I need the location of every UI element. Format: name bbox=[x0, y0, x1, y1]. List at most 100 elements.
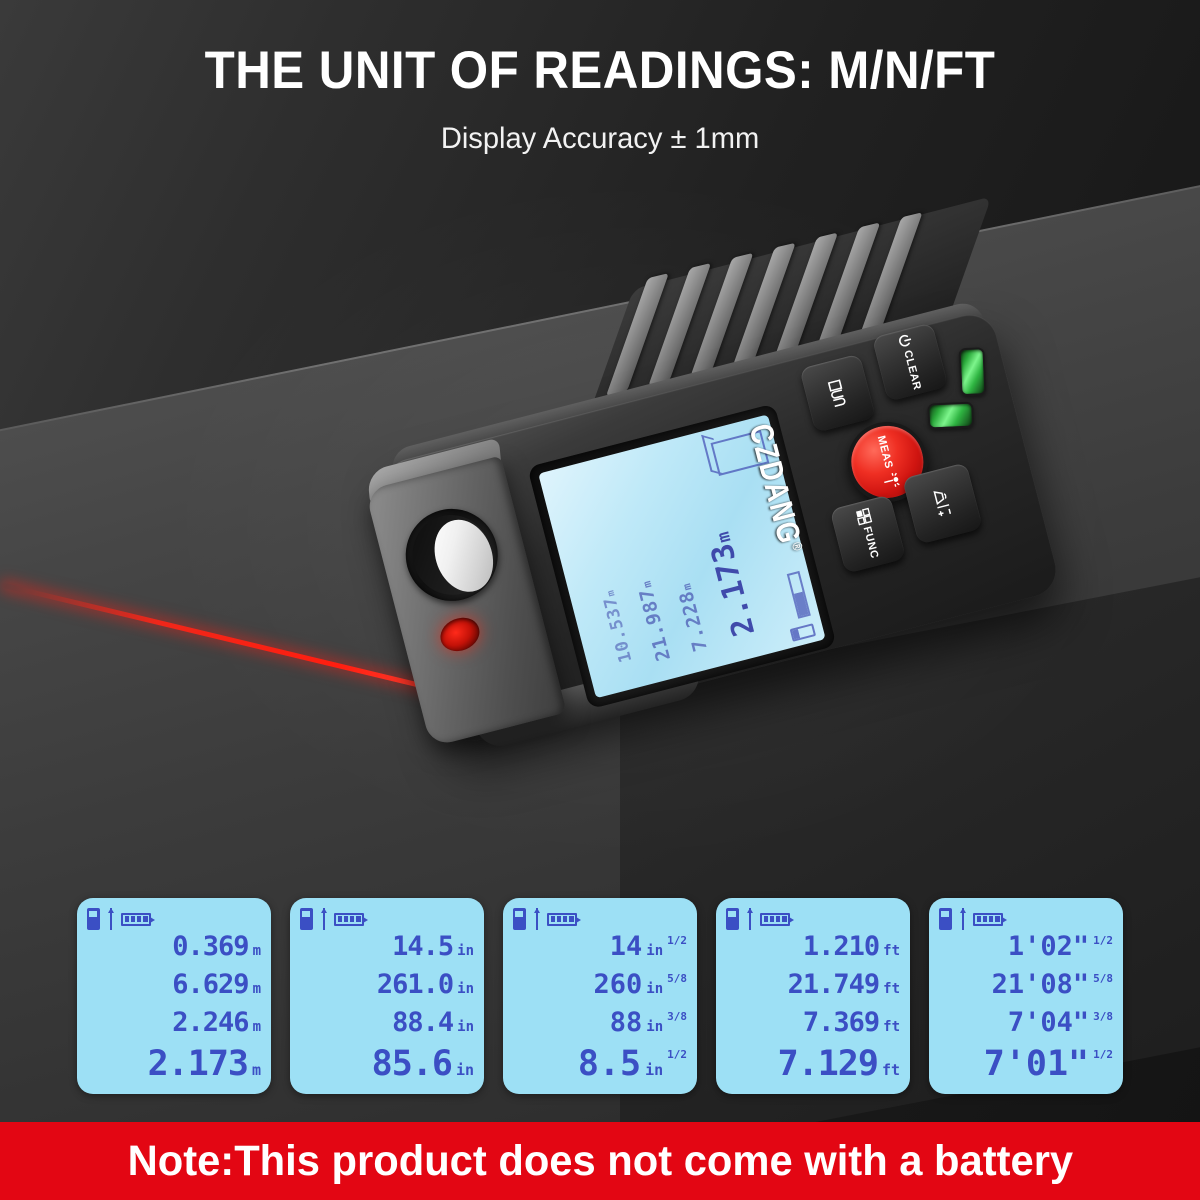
reading-value: 1.210 bbox=[802, 931, 880, 962]
lcd-reading-1-value: 10.537 bbox=[600, 594, 637, 665]
reading-unit: ft bbox=[883, 981, 900, 997]
reading-value: 2.173 bbox=[147, 1044, 249, 1084]
reading-value: 6.629 bbox=[172, 969, 249, 1000]
reading-value: 21'08" bbox=[991, 969, 1090, 1000]
panel-header bbox=[87, 906, 261, 932]
reading-fraction: 1/2 bbox=[1093, 1048, 1113, 1061]
lcd-reading-1: 10.537m bbox=[598, 588, 637, 665]
device-reference-icon bbox=[726, 908, 739, 930]
lcd-reading-3-value: 7.228 bbox=[675, 588, 712, 654]
laser-icon bbox=[884, 472, 900, 487]
page-subtitle: Display Accuracy ± 1mm bbox=[440, 122, 760, 155]
power-icon bbox=[899, 334, 912, 347]
reading-panel-inches: 14.5 in 261.0 in 88.4 in 85.6 in bbox=[290, 898, 484, 1094]
reading-value: 0.369 bbox=[172, 931, 249, 962]
battery-icon bbox=[334, 912, 368, 926]
reference-plusminus-button[interactable] bbox=[902, 462, 983, 545]
lcd-reading-2: 21.987m bbox=[633, 578, 676, 664]
header-block: THE UNIT OF READINGS: M/N/FT Display Acc… bbox=[0, 0, 1200, 190]
reading-row: 14.5 in bbox=[300, 933, 474, 971]
reading-fraction: 3/8 bbox=[1093, 1010, 1113, 1023]
reading-row: 6.629 m bbox=[87, 971, 261, 1009]
reading-row-primary: 7.129 ft bbox=[726, 1047, 900, 1093]
panel-rows: 14 in 1/2 260 in 5/8 88 in 3/8 8.5 in 1/… bbox=[513, 933, 687, 1093]
reading-value: 14 bbox=[609, 931, 643, 962]
keypad: CLEAR MEAS bbox=[788, 302, 1069, 637]
measure-button-label-group: MEAS bbox=[872, 434, 903, 491]
reading-unit: ft bbox=[883, 943, 900, 959]
reading-panel-feet: 1.210 ft 21.749 ft 7.369 ft 7.129 ft bbox=[716, 898, 910, 1094]
function-button[interactable]: FUNC bbox=[829, 494, 907, 574]
battery-icon bbox=[760, 912, 794, 926]
unit-switch-button[interactable] bbox=[799, 353, 876, 433]
reading-value: 7.369 bbox=[802, 1007, 880, 1038]
battery-icon bbox=[973, 912, 1007, 926]
reading-unit: in bbox=[457, 943, 474, 959]
measure-button-label: MEAS bbox=[874, 434, 895, 471]
reading-value: 88.4 bbox=[392, 1007, 454, 1038]
reading-unit: in bbox=[457, 981, 474, 997]
reference-bar-icon bbox=[786, 570, 811, 619]
reference-arrow-icon bbox=[959, 908, 966, 930]
battery-icon bbox=[547, 912, 581, 926]
clear-power-button[interactable]: CLEAR bbox=[871, 322, 949, 402]
reading-value: 2.246 bbox=[172, 1007, 249, 1038]
measure-button[interactable]: MEAS bbox=[838, 413, 937, 511]
laser-distance-meter: 10.537m 21.987m 7.228m 2.173m bbox=[316, 178, 1105, 852]
reading-unit: in bbox=[645, 1061, 664, 1079]
unit-glyph-svg bbox=[827, 379, 846, 408]
reading-row-primary: 8.5 in 1/2 bbox=[513, 1047, 687, 1093]
reading-panel-meters: 0.369 m 6.629 m 2.246 m 2.173 m bbox=[77, 898, 271, 1094]
lcd-status-icons bbox=[776, 570, 817, 642]
reading-unit: m bbox=[252, 943, 261, 959]
reference-icon bbox=[930, 487, 955, 521]
panel-header bbox=[726, 906, 900, 932]
reading-fraction: 1/2 bbox=[667, 1048, 687, 1061]
panel-rows: 0.369 m 6.629 m 2.246 m 2.173 m bbox=[87, 933, 261, 1093]
device-reference-icon bbox=[300, 908, 313, 930]
reading-row: 88.4 in bbox=[300, 1009, 474, 1047]
lcd-reading-2-value: 21.987 bbox=[635, 585, 676, 664]
reading-value: 21.749 bbox=[787, 969, 881, 1000]
disclaimer-banner: Note:This product does not come with a b… bbox=[0, 1122, 1200, 1200]
reading-panels-row: 0.369 m 6.629 m 2.246 m 2.173 m bbox=[0, 898, 1200, 1098]
bubble-level-horizontal bbox=[927, 401, 975, 430]
battery-icon bbox=[789, 623, 817, 642]
reading-unit: ft bbox=[881, 1061, 900, 1079]
function-icon bbox=[855, 507, 872, 526]
reading-row: 88 in 3/8 bbox=[513, 1009, 687, 1047]
reading-row: 21'08" 5/8 bbox=[939, 971, 1113, 1009]
reading-row: 7.369 ft bbox=[726, 1009, 900, 1047]
reading-fraction: 5/8 bbox=[667, 972, 687, 985]
reading-fraction: 3/8 bbox=[667, 1010, 687, 1023]
reading-row: 260 in 5/8 bbox=[513, 971, 687, 1009]
reference-arrow-icon bbox=[533, 908, 540, 930]
reading-fraction: 1/2 bbox=[667, 934, 687, 947]
reading-fraction: 5/8 bbox=[1093, 972, 1113, 985]
panel-rows: 1'02" 1/2 21'08" 5/8 7'04" 3/8 7'01" 1/2 bbox=[939, 933, 1113, 1093]
reading-value: 7.129 bbox=[777, 1044, 879, 1084]
reading-row: 2.246 m bbox=[87, 1009, 261, 1047]
reading-value: 8.5 bbox=[577, 1044, 642, 1084]
reading-unit: m bbox=[252, 981, 261, 997]
device-reference-icon bbox=[513, 908, 526, 930]
function-button-label: FUNC bbox=[860, 525, 880, 561]
lcd-reading-3: 7.228m bbox=[673, 581, 712, 654]
reading-row-primary: 7'01" 1/2 bbox=[939, 1047, 1113, 1093]
clear-button-label: CLEAR bbox=[901, 348, 924, 392]
panel-header bbox=[939, 906, 1113, 932]
reference-arrow-icon bbox=[746, 908, 753, 930]
reading-row: 14 in 1/2 bbox=[513, 933, 687, 971]
reading-row-primary: 85.6 in bbox=[300, 1047, 474, 1093]
page-title: THE UNIT OF READINGS: M/N/FT bbox=[204, 41, 996, 100]
product-photo: 10.537m 21.987m 7.228m 2.173m bbox=[364, 196, 1070, 795]
reading-unit: in bbox=[646, 943, 664, 959]
reading-fraction: 1/2 bbox=[1093, 934, 1113, 947]
panel-header bbox=[300, 906, 474, 932]
reading-value: 1'02" bbox=[1007, 931, 1090, 962]
reading-unit: m bbox=[252, 1019, 261, 1035]
reading-value: 7'04" bbox=[1007, 1007, 1090, 1038]
reading-row: 1'02" 1/2 bbox=[939, 933, 1113, 971]
reference-glyph-svg bbox=[933, 491, 952, 517]
device-reference-icon bbox=[87, 908, 100, 930]
